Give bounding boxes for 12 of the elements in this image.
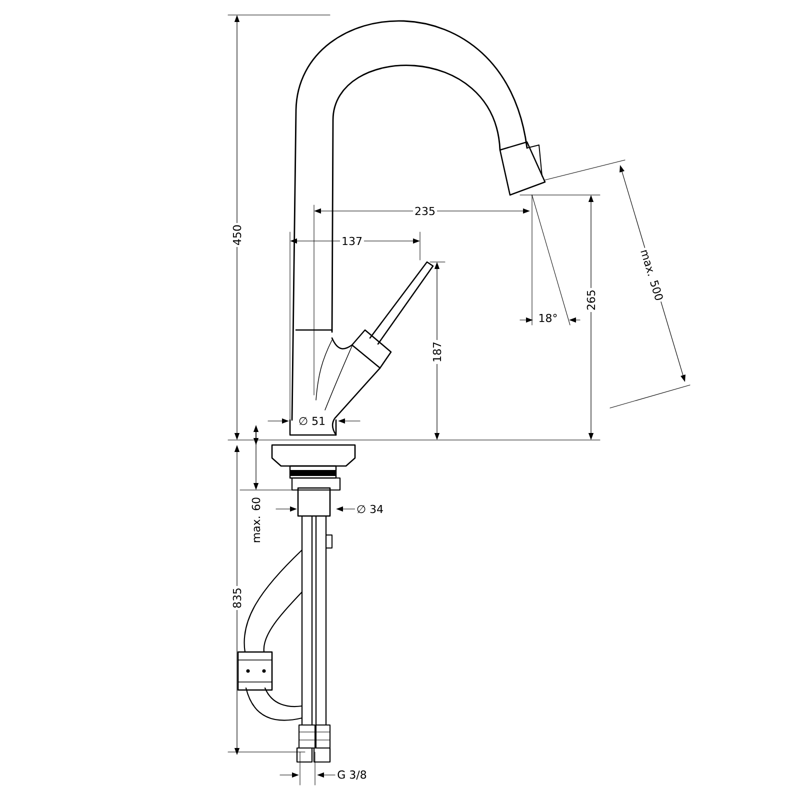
dimension-label: max. 500 — [638, 246, 666, 304]
dimension-label: 235 — [413, 205, 437, 217]
dimension-label: 450 — [231, 223, 243, 247]
dimension-label: 265 — [585, 288, 597, 312]
dimension-label: ∅ 34 — [354, 503, 386, 515]
dimension-label: max. 60 — [250, 495, 262, 545]
dimension-label: 187 — [431, 340, 443, 364]
dimension-label: 18° — [536, 312, 560, 324]
dimension-label: ∅ 51 — [296, 415, 328, 427]
dimension-label: 835 — [231, 586, 243, 610]
dimension-label: G 3/8 — [336, 768, 368, 782]
dimension-label: 137 — [340, 235, 364, 247]
